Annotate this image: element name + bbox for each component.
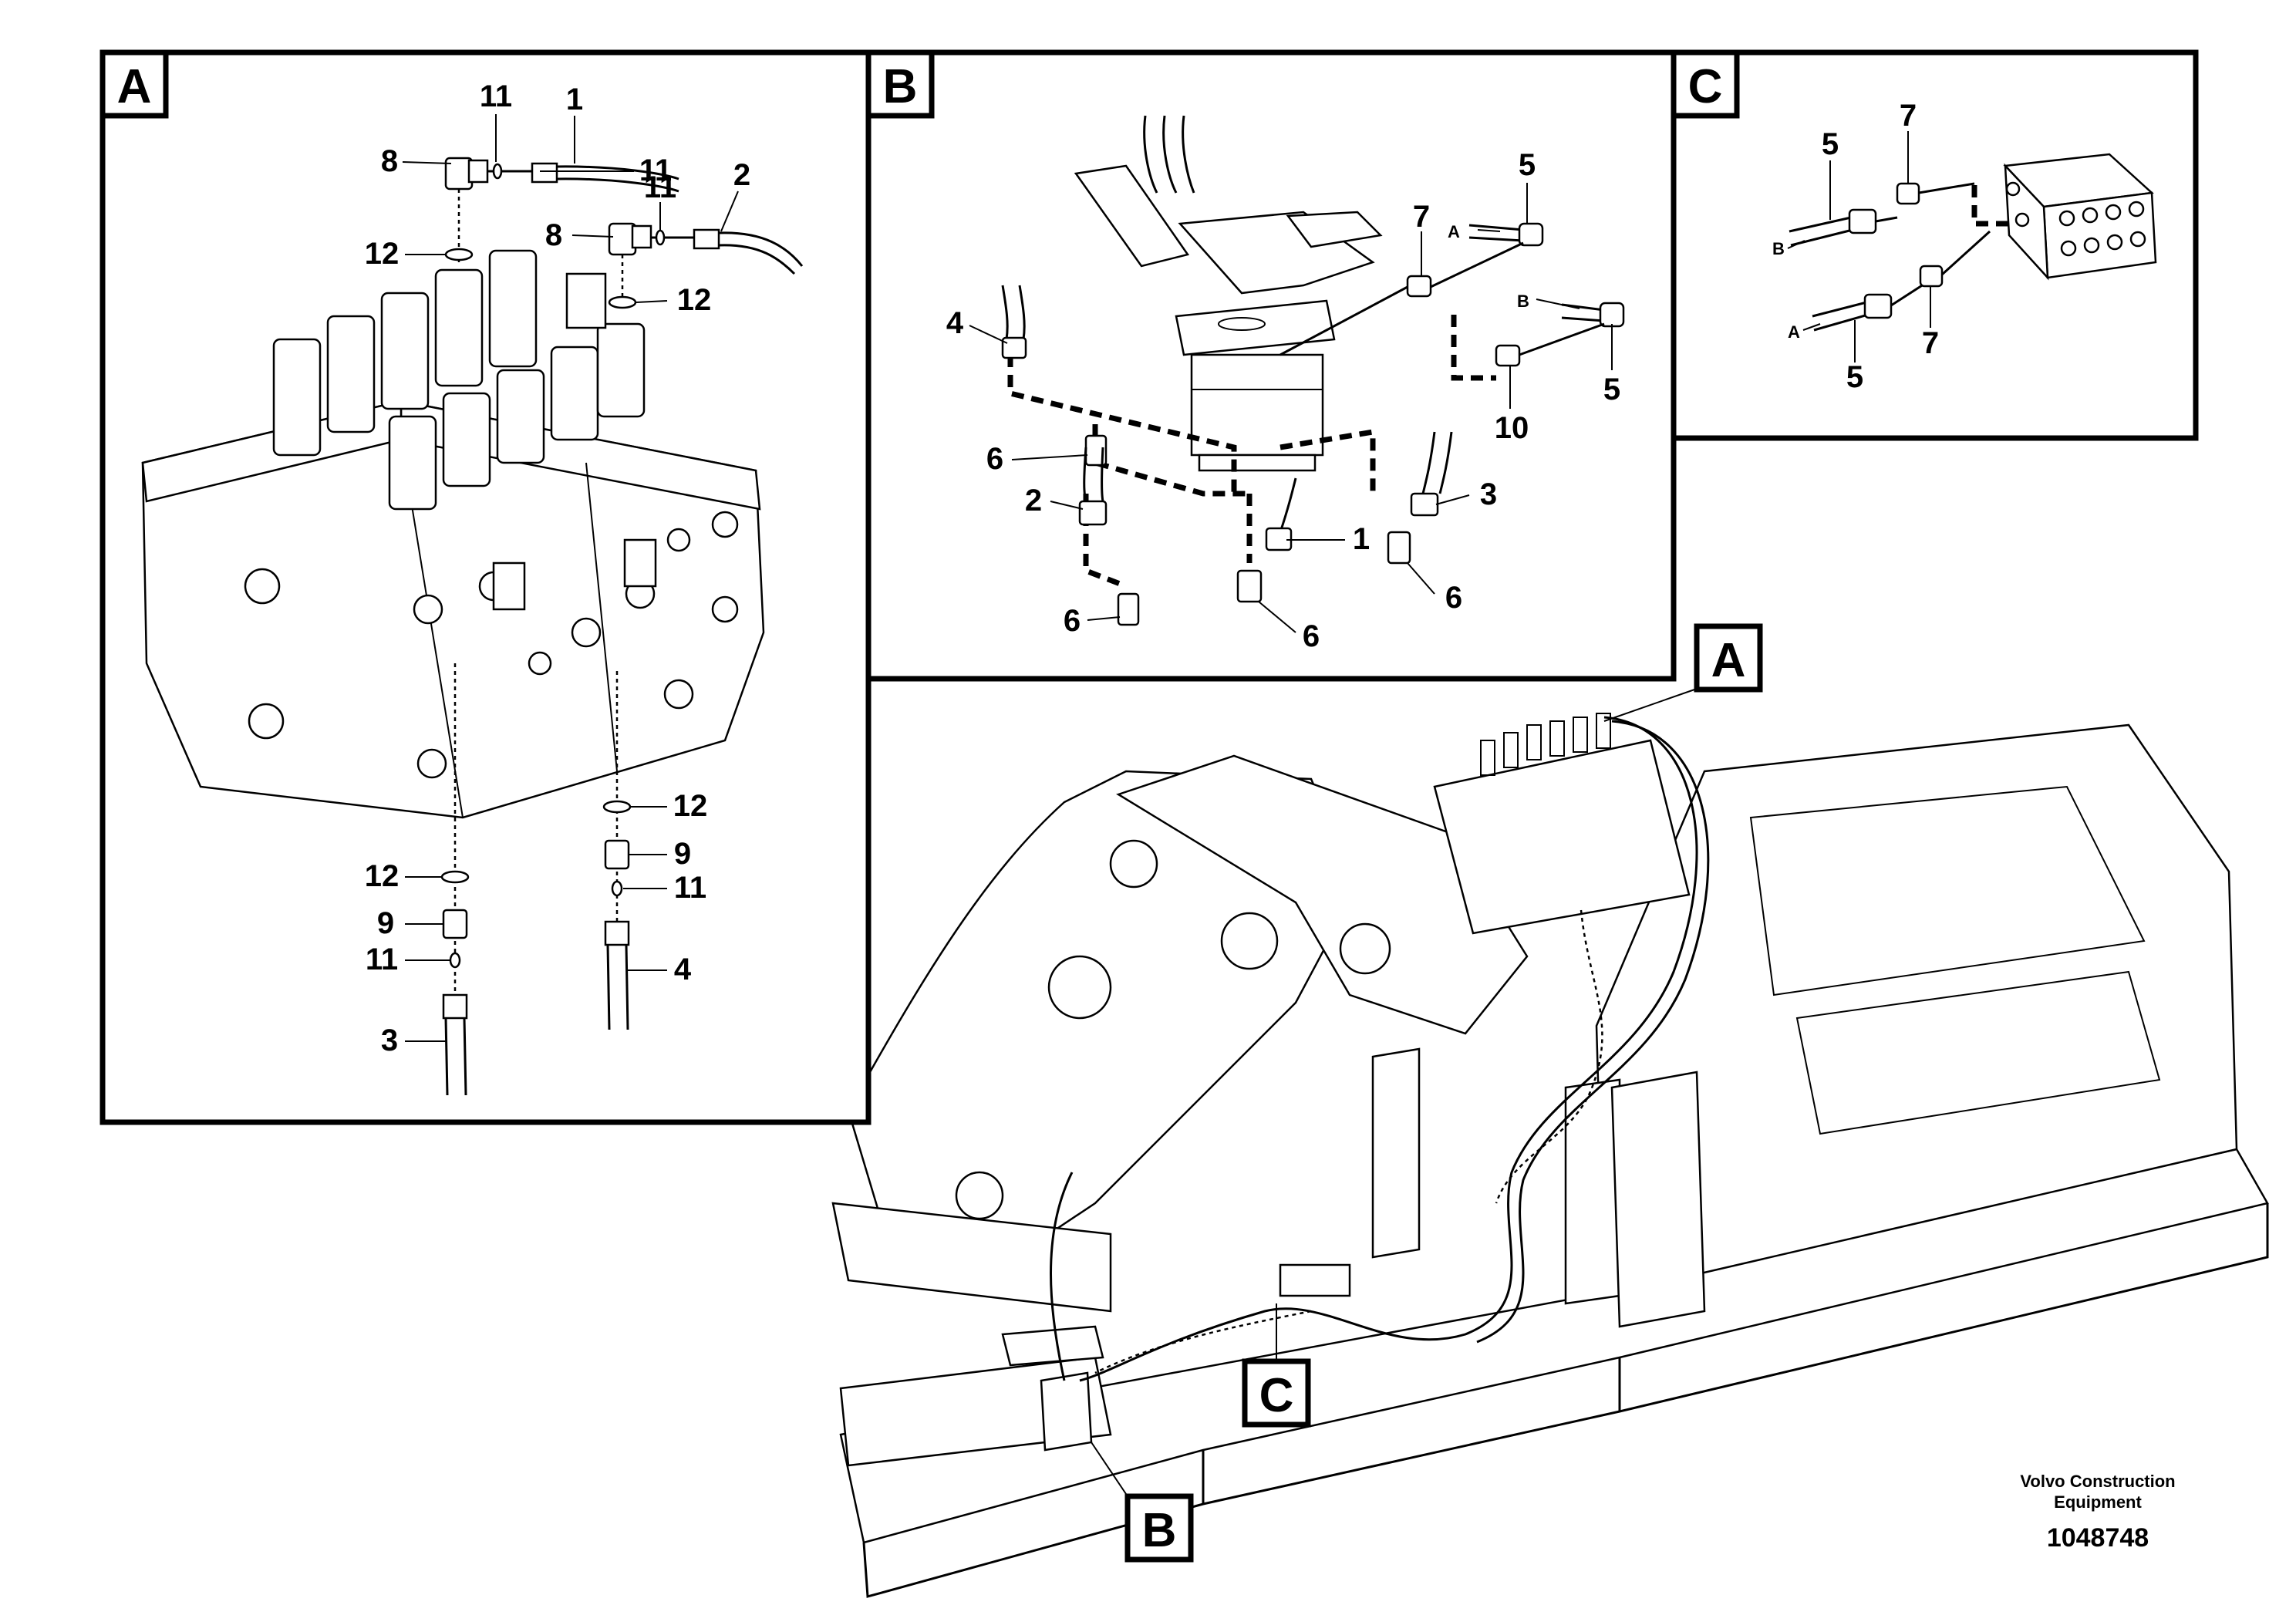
panel-b-fittings (1001, 222, 1625, 626)
distribution-block-drawing (2003, 153, 2157, 281)
callout-c-7-bottom: 7 (1922, 326, 1939, 360)
lower-hose-assembly-4 (602, 671, 632, 1030)
callout-a-9-right: 9 (674, 837, 691, 871)
callout-a-12-lower-right: 12 (673, 789, 708, 823)
callout-a-4: 4 (674, 953, 692, 986)
panel-c-frame (1671, 49, 2199, 441)
machine-frame-overview (831, 713, 2269, 1598)
callout-a-12-lower-left: 12 (365, 859, 400, 893)
callout-b-6-lower-mid: 6 (1303, 619, 1320, 653)
callout-a-1: 1 (566, 83, 583, 116)
overview-control-valve (1433, 739, 1691, 935)
callout-a-11-right: 11 (639, 153, 672, 187)
callout-c-7-top: 7 (1900, 99, 1917, 133)
pedal-valve-drawing (1074, 115, 1383, 472)
callout-c-a: A (1788, 322, 1800, 342)
callout-b-a: A (1448, 222, 1460, 241)
overview-pedal-valve (1040, 1371, 1093, 1452)
overview-distribution-block (1279, 1263, 1351, 1297)
panel-b-tag: B (883, 60, 918, 113)
panel-a-tag-box (99, 49, 169, 119)
brand-line-1: Volvo Construction (2020, 1472, 2175, 1491)
callout-a-9-left: 9 (377, 906, 394, 940)
overview-tag-b-box (1124, 1493, 1194, 1563)
callout-b-10: 10 (1495, 411, 1529, 445)
callout-a-12-top-right: 12 (677, 283, 712, 317)
panel-c: C (1671, 49, 2199, 441)
callout-b-6-upper-left: 6 (986, 442, 1003, 476)
callout-b-6-right: 6 (1445, 581, 1462, 615)
panel-c-fittings (1789, 182, 2009, 332)
panel-b-tag-box (865, 49, 935, 119)
callout-c-5-bottom: 5 (1846, 360, 1863, 394)
panel-a-tag: A (117, 60, 152, 113)
callout-b-5-right: 5 (1603, 373, 1620, 406)
callout-b-2: 2 (1025, 484, 1042, 518)
overview-tag-c-box (1242, 1358, 1311, 1428)
overview-tag-b: B (1142, 1504, 1177, 1557)
callout-a-8-mid: 8 (545, 218, 562, 252)
callout-a-11-mid: 11 (644, 170, 676, 204)
upper-hose-assembly-2 (608, 222, 804, 309)
panel-a: A (99, 49, 872, 1125)
upper-hose-assembly-1 (444, 157, 679, 262)
callout-b-5-top: 5 (1519, 148, 1536, 182)
panel-b: B (865, 49, 1677, 682)
panel-c-tag-box (1671, 49, 1740, 119)
callout-c-b: B (1772, 239, 1785, 258)
callout-a-11-lower-left: 11 (366, 943, 398, 976)
callout-b-3: 3 (1480, 477, 1497, 511)
callout-b-7: 7 (1413, 200, 1430, 234)
callout-a-2: 2 (733, 158, 750, 192)
callout-b-4: 4 (946, 306, 964, 340)
panel-c-tag: C (1688, 60, 1723, 113)
brand-line-2: Equipment (2054, 1492, 2142, 1512)
callout-a-3: 3 (381, 1023, 398, 1057)
callout-a-11-top: 11 (480, 79, 512, 113)
callout-b-b: B (1517, 292, 1529, 311)
part-number: 1048748 (2047, 1523, 2149, 1553)
overview-tag-c: C (1259, 1369, 1294, 1422)
callout-a-11-lower-right: 11 (674, 871, 706, 905)
callout-c-5-top: 5 (1822, 127, 1839, 161)
callout-b-6-lower-left: 6 (1064, 604, 1081, 638)
callout-a-8-top: 8 (381, 144, 398, 178)
overview-tag-a-box (1694, 623, 1763, 693)
footer: Volvo Construction Equipment 1048748 (2020, 1472, 2175, 1553)
overview-tag-a: A (1711, 634, 1746, 687)
overview-reference-tags: A C B (1091, 623, 1763, 1563)
callout-a-12-top-left: 12 (365, 237, 400, 271)
lower-hose-assembly-3 (440, 663, 470, 1096)
callout-b-1: 1 (1353, 522, 1370, 556)
control-valve-drawing (141, 249, 765, 819)
